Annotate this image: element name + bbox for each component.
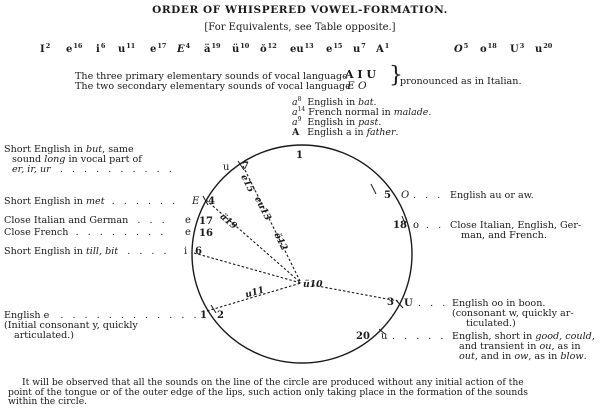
- label-close-o: Close Italian, English, Ger-: [450, 220, 582, 231]
- label-till-bit: Short English in till, bit . . . .: [4, 246, 170, 257]
- page-title: ORDER OF WHISPERED VOWEL-FORMATION.: [152, 4, 448, 16]
- secondary-letters: E O: [347, 80, 367, 92]
- circle-number-7: 7: [242, 161, 249, 172]
- label-good-line3: out, and in ow, as in blow.: [459, 351, 587, 362]
- circle-number-18: 18: [393, 220, 407, 231]
- secondary-sounds-text: The two secondary elementary sounds of v…: [75, 81, 351, 92]
- label-close-italian-german: Close Italian and German . . .: [4, 215, 168, 226]
- sequence-vowel: ü10: [232, 42, 250, 55]
- sequence-vowel: u11: [118, 42, 136, 55]
- label-boon-line3: ticulated.): [466, 318, 516, 329]
- circle-number-3: 3: [387, 297, 394, 308]
- circle-number-6: 6: [195, 246, 202, 257]
- sequence-vowel: U3: [510, 42, 525, 55]
- sequence-vowel: o18: [480, 42, 497, 55]
- sequence-vowel: e15: [326, 42, 343, 55]
- label-english-e-line3: articulated.): [14, 330, 75, 341]
- sequence-vowel: A1: [376, 42, 390, 55]
- symbol-u20: u: [381, 331, 388, 342]
- label-au-aw: English au or aw.: [450, 190, 534, 201]
- label-english-e: English e . . . . . . . . . . . .: [4, 310, 200, 321]
- circle-number-2: 2: [217, 310, 224, 321]
- symbol-u-left: u: [223, 162, 230, 173]
- tick-marks: [202, 160, 407, 335]
- sequence-vowel: ä19: [204, 42, 221, 55]
- dots-good: . . . . . .: [392, 331, 459, 342]
- label-but-line2: sound long in vocal part of: [12, 154, 142, 165]
- a-variant-malade: a14 French normal in malade.: [292, 106, 432, 119]
- footer-line-3: within the circle.: [8, 396, 88, 408]
- sequence-vowel: E4: [177, 42, 191, 55]
- sequence-vowel: i6: [96, 42, 106, 55]
- label-english-e-line2: (Initial consonant y, quickly: [4, 320, 138, 331]
- brace: }: [389, 63, 403, 88]
- sequence-vowel: eu13: [290, 42, 314, 55]
- circle-number-16: 16: [199, 228, 213, 239]
- circle-number-17: 17: [199, 216, 213, 227]
- circle-number-1-left: 1: [200, 310, 207, 321]
- dashed-lines: [193, 165, 399, 312]
- sequence-vowel: O5: [454, 42, 469, 55]
- footer-line-2: point of the tongue or of the outer edge…: [8, 386, 528, 398]
- sequence-vowel: u7: [353, 42, 366, 55]
- dots-aw: . . .: [413, 190, 444, 201]
- symbol-e16: e: [185, 227, 191, 238]
- label-close-o-line2: man, and French.: [461, 230, 547, 241]
- label-good-line2: and transient in ou, as in: [459, 341, 581, 352]
- primary-letters: A I U: [345, 68, 376, 81]
- symbol-U3: U: [404, 298, 413, 309]
- pronounced-text: pronounced as in Italian.: [400, 76, 522, 87]
- dots-close-o: . .: [426, 220, 445, 231]
- primary-sounds-text: The three primary elementary sounds of v…: [75, 71, 348, 82]
- symbol-e17: e: [185, 215, 191, 226]
- label-close-french: Close French . . . . . . . .: [4, 227, 167, 238]
- symbol-o18: o: [413, 220, 420, 231]
- label-boon: English oo in boon.: [452, 298, 546, 309]
- a-variant-past: a9 English in past.: [292, 116, 382, 129]
- label-but: Short English in but, same: [4, 144, 134, 155]
- circle-number-1-top: 1: [296, 150, 303, 161]
- a-main-father: A English a in father.: [292, 127, 399, 138]
- circle-number-4: 4: [208, 196, 215, 207]
- label-boon-line2: (consonant w, quickly ar-: [452, 308, 574, 319]
- footer-note: It will be observed that all the sounds …: [8, 378, 598, 407]
- subtitle: [For Equivalents, see Table opposite.]: [204, 22, 396, 33]
- vowel-circle: [191, 144, 413, 364]
- label-met: Short English in met . . . . . .: [4, 196, 179, 207]
- footer-line-1: It will be observed that all the sounds …: [22, 377, 524, 388]
- label-u10: ü10: [303, 279, 323, 290]
- sequence-vowel: e16: [66, 42, 83, 55]
- sequence-vowel: ŏ12: [260, 42, 277, 55]
- symbol-i6: i: [184, 246, 188, 257]
- dots-boon: . . .: [418, 298, 449, 309]
- circle-number-5: 5: [384, 190, 391, 201]
- sequence-vowel: u20: [535, 42, 553, 55]
- sequence-vowel: I2: [40, 42, 51, 55]
- a-variant-bat: a8 English in bat.: [292, 96, 377, 109]
- circle-number-20: 20: [356, 331, 370, 342]
- label-but-line3: er, ir, ur . . . . . . . . . .: [12, 164, 175, 175]
- label-good: English, short in good, could,: [452, 331, 595, 342]
- symbol-O5: O: [401, 190, 410, 201]
- sequence-vowel: e17: [150, 42, 167, 55]
- symbol-E-left: E: [192, 196, 200, 207]
